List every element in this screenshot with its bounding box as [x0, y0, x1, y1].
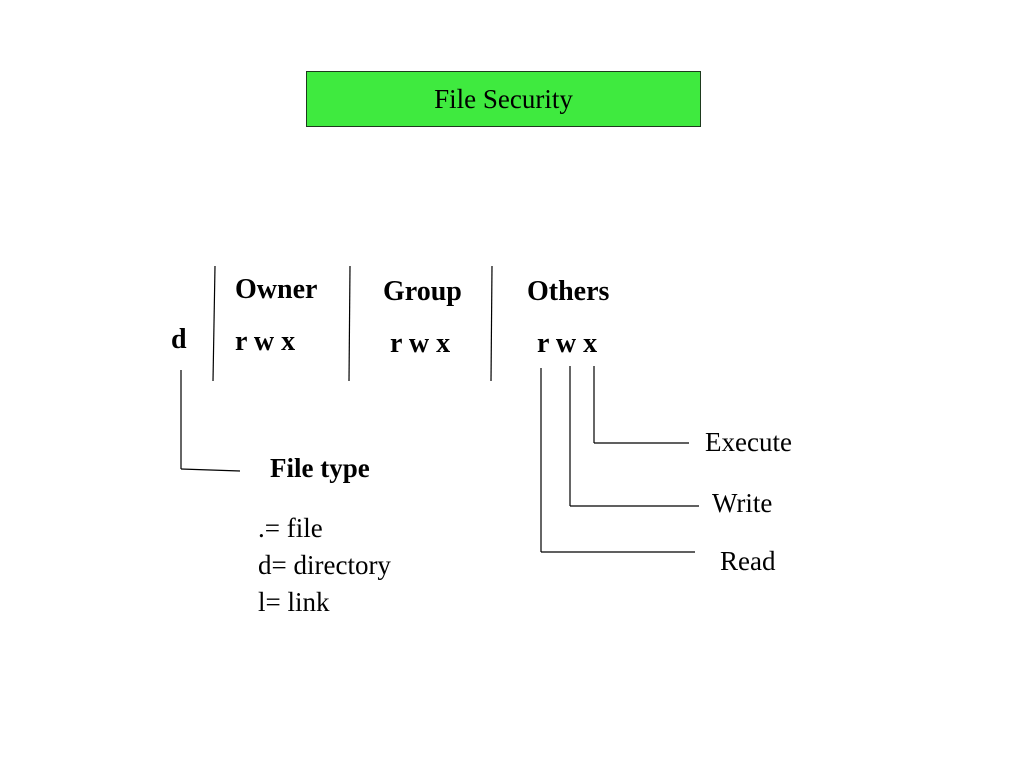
legend-item-link: l= link: [258, 587, 330, 617]
others-bits: r w x: [537, 328, 598, 359]
write-label: Write: [712, 488, 773, 518]
group-heading: Group: [383, 276, 462, 307]
legend-item-directory: d= directory: [258, 550, 391, 580]
diagram-title: File Security: [434, 83, 573, 114]
file-type-heading: File type: [270, 453, 370, 483]
title-box: File Security: [306, 71, 701, 127]
separator-owner-group: [348, 265, 351, 382]
separator-type-owner: [212, 265, 216, 382]
owner-heading: Owner: [235, 274, 318, 305]
file-type-char: d: [171, 324, 187, 355]
execute-label: Execute: [705, 427, 792, 457]
file-type-legend: .= file d= directory l= link: [258, 510, 391, 621]
read-label: Read: [720, 546, 776, 576]
owner-bits: r w x: [235, 326, 296, 357]
legend-item-file: .= file: [258, 513, 323, 543]
others-heading: Others: [527, 276, 610, 307]
separator-group-others: [490, 265, 493, 382]
group-bits: r w x: [390, 328, 451, 359]
file-type-connector-horizontal: [180, 468, 241, 472]
